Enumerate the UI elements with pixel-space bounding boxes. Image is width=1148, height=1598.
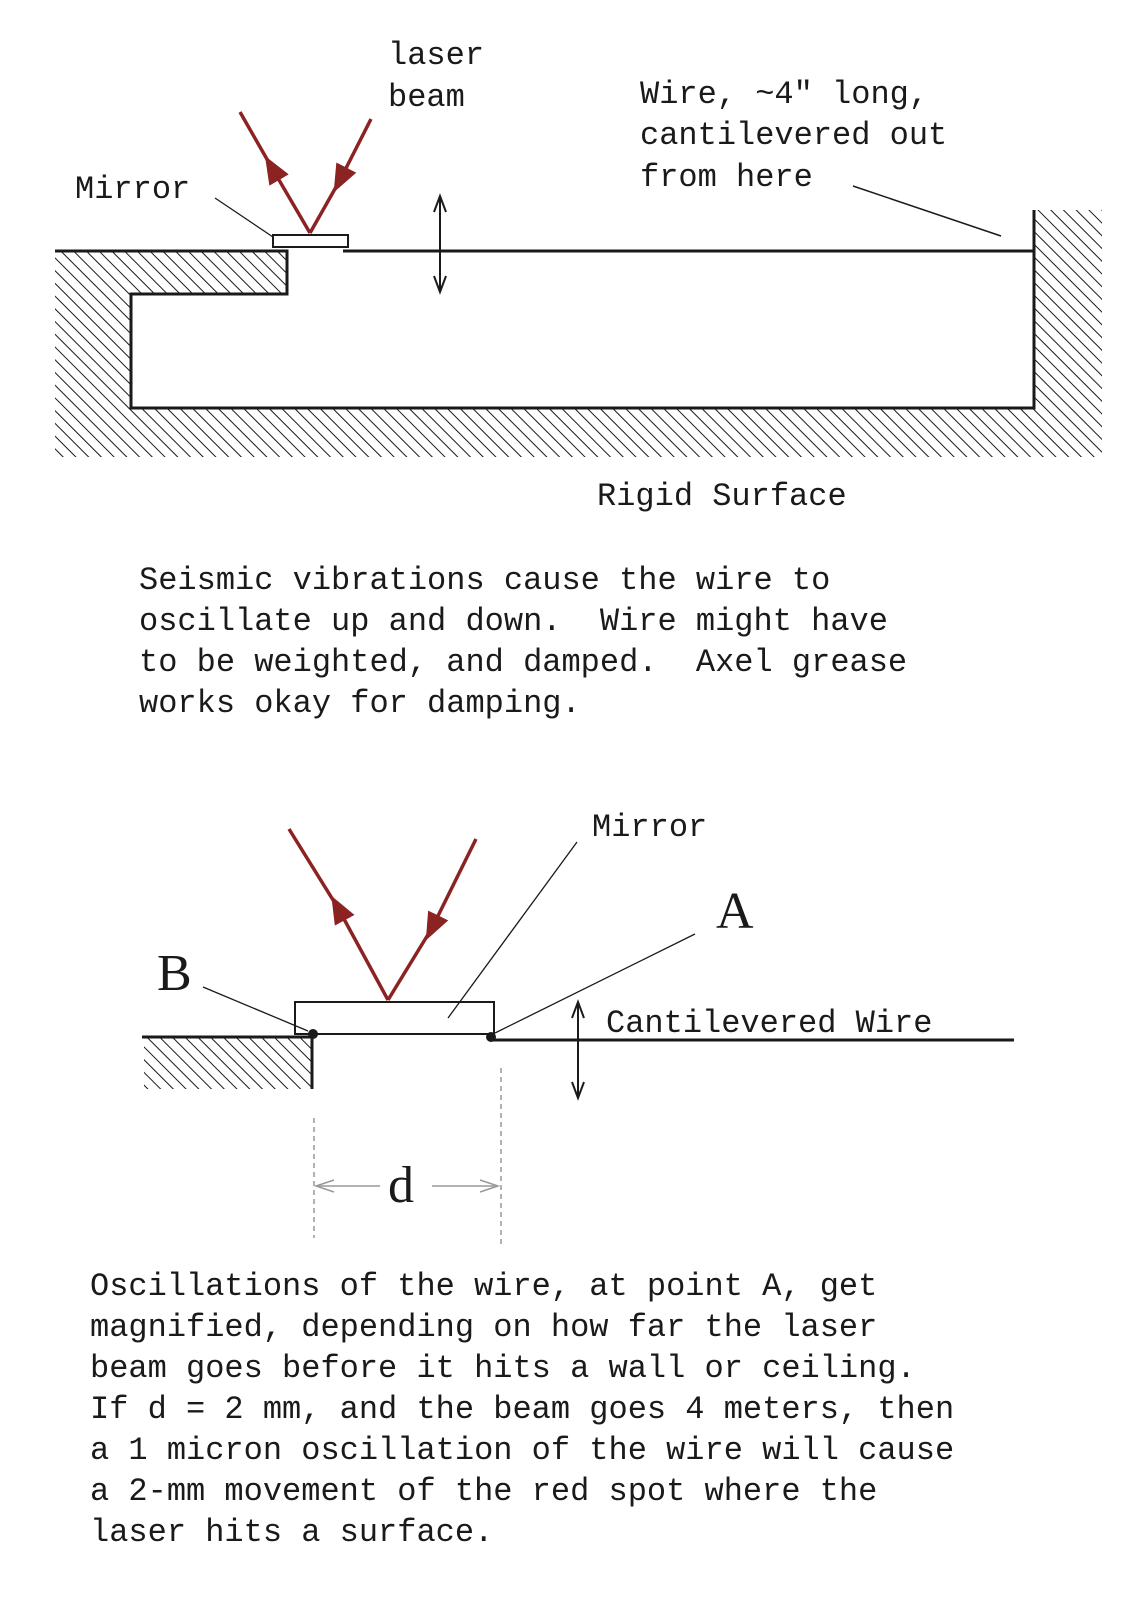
a-leader xyxy=(494,933,696,1034)
oscillation-arrow xyxy=(433,193,447,295)
wire-label-line-1: Wire, ~4″ long, xyxy=(640,76,928,113)
mirror-shape-2 xyxy=(294,1001,495,1035)
mirror-leader-2 xyxy=(447,841,578,1019)
caption-2-line-1: Oscillations of the wire, at point A, ge… xyxy=(90,1268,878,1305)
caption-1-line-3: to be weighted, and damped. Axel grease xyxy=(139,644,908,681)
figure-1: laser beam Wire, ~4″ long, cantilevered … xyxy=(55,37,1102,515)
d-label: d xyxy=(388,1157,414,1214)
point-b-label: B xyxy=(157,945,192,1002)
b-leader xyxy=(202,986,309,1032)
caption-2-line-6: a 2-mm movement of the red spot where th… xyxy=(90,1473,878,1510)
wire-leader xyxy=(852,185,1002,237)
caption-2-line-2: magnified, depending on how far the lase… xyxy=(90,1309,878,1346)
caption-2: Oscillations of the wire, at point A, ge… xyxy=(90,1266,954,1553)
support-hatch xyxy=(144,1037,312,1089)
mirror-leader xyxy=(214,197,274,238)
mirror-label-2: Mirror xyxy=(592,809,707,846)
caption-1-line-1: Seismic vibrations cause the wire to xyxy=(139,562,831,599)
laser-beam-label-line-1: laser xyxy=(388,37,484,74)
rigid-surface-label: Rigid Surface xyxy=(597,478,847,515)
caption-2-line-3: beam goes before it hits a wall or ceili… xyxy=(90,1350,916,1387)
laser-beam xyxy=(238,111,373,234)
caption-2-line-4: If d = 2 mm, and the beam goes 4 meters,… xyxy=(90,1391,955,1428)
wire-label-line-3: from here xyxy=(640,159,813,196)
caption-1: Seismic vibrations cause the wire to osci… xyxy=(139,560,907,724)
oscillation-arrow-2 xyxy=(571,999,585,1101)
laser-beam-label-line-2: beam xyxy=(388,79,465,116)
cantilevered-wire-label: Cantilevered Wire xyxy=(606,1005,932,1042)
caption-2-line-5: a 1 micron oscillation of the wire will … xyxy=(90,1432,955,1469)
figure-2: Mirror A B Cantilevered Wire d xyxy=(142,809,1014,1248)
d-dimension-arrows xyxy=(313,1179,501,1193)
wire-label-line-2: cantilevered out xyxy=(640,117,947,154)
mirror-label: Mirror xyxy=(75,171,190,208)
point-a-label: A xyxy=(716,883,754,940)
rigid-surface-hatch xyxy=(55,210,1102,457)
point-a-dot xyxy=(486,1032,496,1042)
caption-1-line-4: works okay for damping. xyxy=(139,685,581,722)
caption-1-line-2: oscillate up and down. Wire might have xyxy=(139,603,888,640)
point-b-dot xyxy=(308,1029,318,1039)
laser-beam-2 xyxy=(287,828,478,1001)
rigid-surface-outline xyxy=(55,210,1036,410)
mirror-shape xyxy=(272,234,349,248)
caption-2-line-7: laser hits a surface. xyxy=(90,1514,494,1551)
